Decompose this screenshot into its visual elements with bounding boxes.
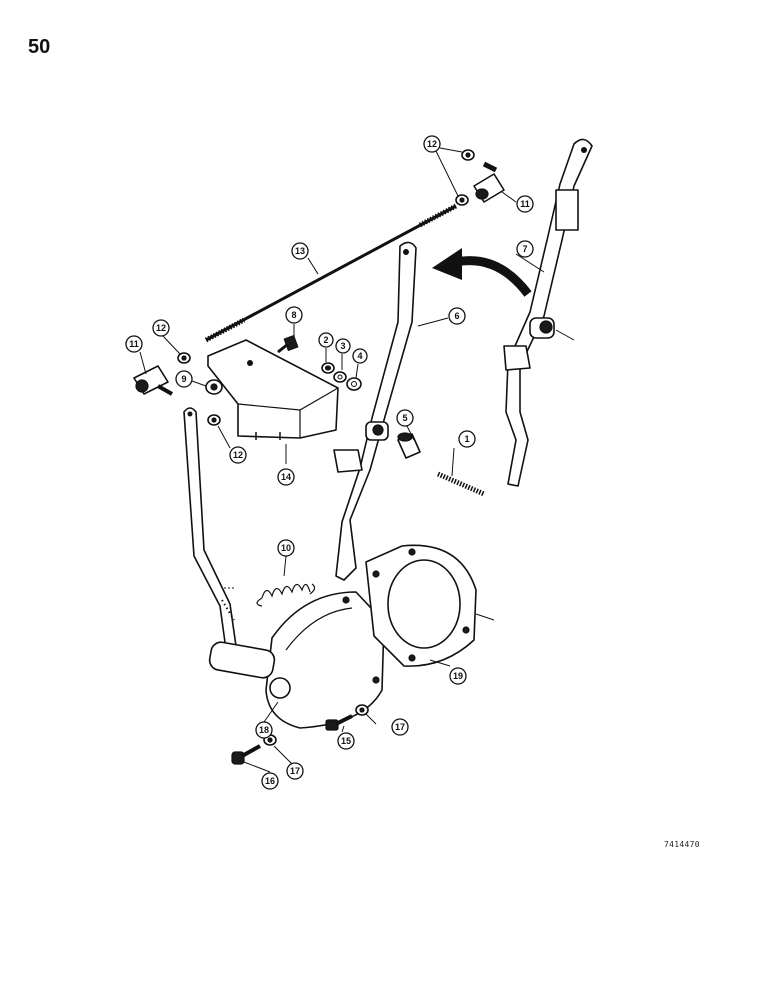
svg-text:14: 14 xyxy=(281,472,291,482)
threaded-rod-13 xyxy=(204,203,458,343)
nut-2 xyxy=(321,362,335,374)
callout-3: 3 xyxy=(335,338,351,354)
direction-arrow xyxy=(432,248,532,297)
svg-text:12: 12 xyxy=(427,139,437,149)
svg-text:12: 12 xyxy=(233,450,243,460)
spring-10 xyxy=(256,583,316,607)
clevis-11-left xyxy=(133,365,173,396)
callout-17-right: 17 xyxy=(391,718,409,736)
page-number: 50 xyxy=(28,36,51,58)
svg-text:10: 10 xyxy=(281,543,291,553)
callout-11-left: 11 xyxy=(125,335,143,353)
washer-3 xyxy=(333,371,347,383)
stud-1 xyxy=(437,471,485,497)
svg-text:13: 13 xyxy=(295,246,305,256)
callout-4: 4 xyxy=(352,348,368,364)
svg-text:8: 8 xyxy=(291,310,296,320)
callout-19: 19 xyxy=(449,667,467,685)
bolt-8 xyxy=(277,334,299,354)
callout-16: 16 xyxy=(261,772,279,790)
svg-text:5: 5 xyxy=(402,413,407,423)
nut-12-left-a xyxy=(177,352,191,364)
svg-text:16: 16 xyxy=(265,776,275,786)
callout-9: 9 xyxy=(175,370,193,388)
nut-12-upper-b xyxy=(455,194,469,206)
svg-text:3: 3 xyxy=(340,341,345,351)
housing-18 xyxy=(208,591,385,729)
leader-lines xyxy=(139,147,545,773)
svg-text:11: 11 xyxy=(129,339,139,349)
svg-text:19: 19 xyxy=(453,671,463,681)
callout-2: 2 xyxy=(318,332,334,348)
svg-text:15: 15 xyxy=(341,736,351,746)
washer-4 xyxy=(346,377,362,391)
callout-12-upper: 12 xyxy=(423,135,441,153)
callout-15: 15 xyxy=(337,732,355,750)
bolt-16 xyxy=(231,744,261,765)
callout-6: 6 xyxy=(448,307,466,325)
lever-6 xyxy=(333,241,417,581)
callout-14: 14 xyxy=(277,468,295,486)
callout-10: 10 xyxy=(277,539,295,557)
callout-5: 5 xyxy=(396,409,414,427)
svg-text:7: 7 xyxy=(522,244,527,254)
svg-text:4: 4 xyxy=(357,351,362,361)
nut-9 xyxy=(205,379,223,395)
callout-12-lower: 12 xyxy=(229,446,247,464)
lever-7 xyxy=(503,138,593,487)
callout-8: 8 xyxy=(285,306,303,324)
callout-17-left: 17 xyxy=(286,762,304,780)
nut-12-upper-a xyxy=(461,149,475,161)
svg-text:9: 9 xyxy=(181,374,186,384)
callout-11-upper: 11 xyxy=(516,195,534,213)
svg-text:11: 11 xyxy=(520,199,530,209)
svg-text:1: 1 xyxy=(464,434,469,444)
drawing-code: 7414470 xyxy=(664,840,700,849)
svg-text:17: 17 xyxy=(290,766,300,776)
svg-text:17: 17 xyxy=(395,722,405,732)
callout-12-left: 12 xyxy=(152,319,170,337)
clevis-11-upper xyxy=(473,161,505,203)
callout-7: 7 xyxy=(516,240,534,258)
washer-17-right xyxy=(355,704,369,716)
throttle-lever-18 xyxy=(183,407,239,665)
svg-text:12: 12 xyxy=(156,323,166,333)
svg-text:2: 2 xyxy=(323,335,328,345)
callout-1: 1 xyxy=(458,430,476,448)
svg-text:18: 18 xyxy=(259,725,269,735)
svg-text:6: 6 xyxy=(454,311,459,321)
callout-18: 18 xyxy=(255,721,273,739)
gasket-19 xyxy=(365,544,495,667)
bushing-5 xyxy=(397,432,421,459)
callout-13: 13 xyxy=(291,242,309,260)
bracket-14 xyxy=(207,339,339,440)
nut-12-left-b xyxy=(207,414,221,426)
bolt-15 xyxy=(325,714,353,731)
